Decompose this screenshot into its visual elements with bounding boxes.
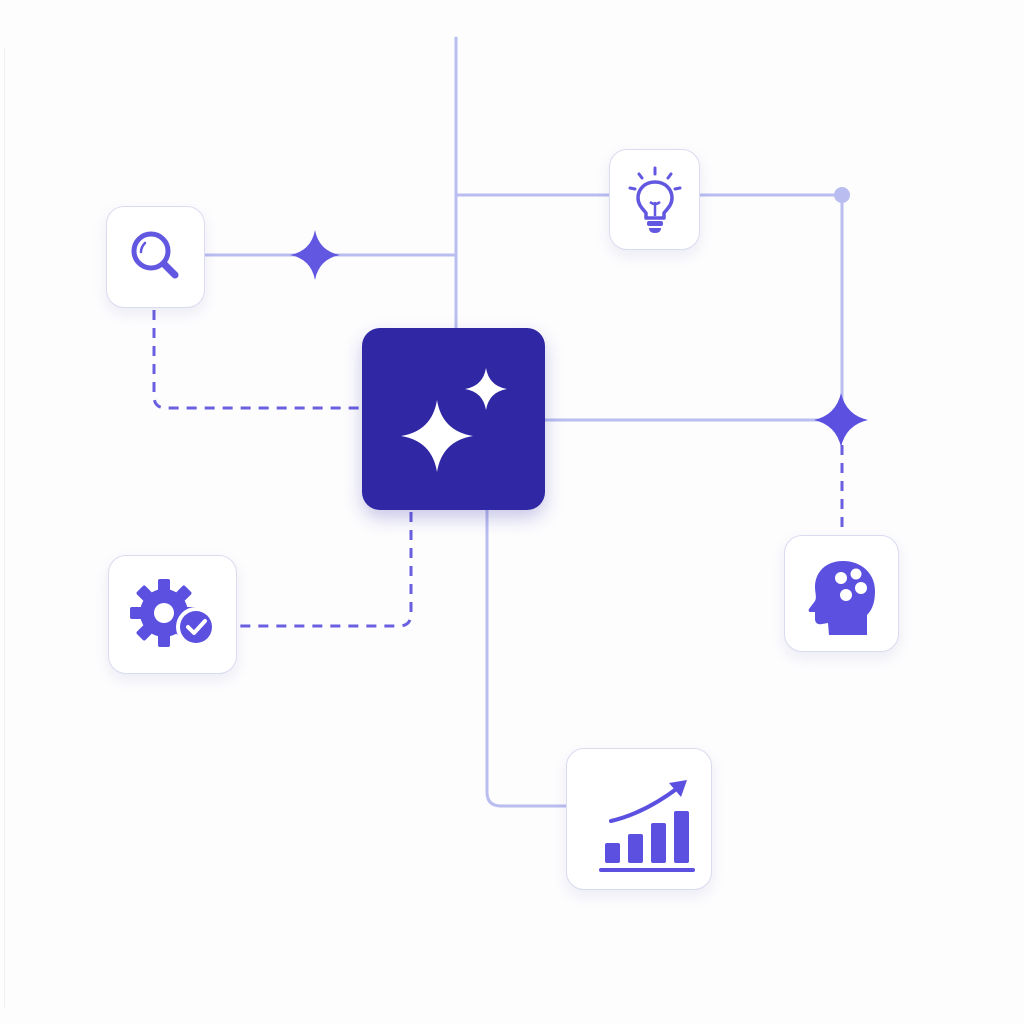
- gear-check-icon: [129, 578, 216, 647]
- magnifying-glass-icon: [131, 231, 178, 279]
- search-node[interactable]: [106, 206, 205, 308]
- bar-chart-growth-icon: [599, 780, 695, 872]
- hub-to-process-dashed-line: [236, 512, 413, 628]
- growth-node[interactable]: [566, 748, 712, 890]
- hub-node[interactable]: [362, 328, 545, 510]
- hub-to-growth-line: [485, 510, 566, 808]
- process-check-node[interactable]: [108, 555, 237, 674]
- left-edge-divider: [4, 48, 5, 1008]
- lightbulb-icon: [628, 166, 681, 233]
- four-point-star-icon: [290, 230, 340, 280]
- brain-head-icon: [808, 560, 875, 635]
- four-point-star-icon: [814, 393, 868, 447]
- mind-node[interactable]: [784, 535, 899, 652]
- idea-node[interactable]: [609, 149, 700, 250]
- sparkles-icon: [401, 368, 507, 472]
- search-to-hub-dashed-line: [152, 310, 362, 410]
- junction-dot-icon: [834, 187, 850, 203]
